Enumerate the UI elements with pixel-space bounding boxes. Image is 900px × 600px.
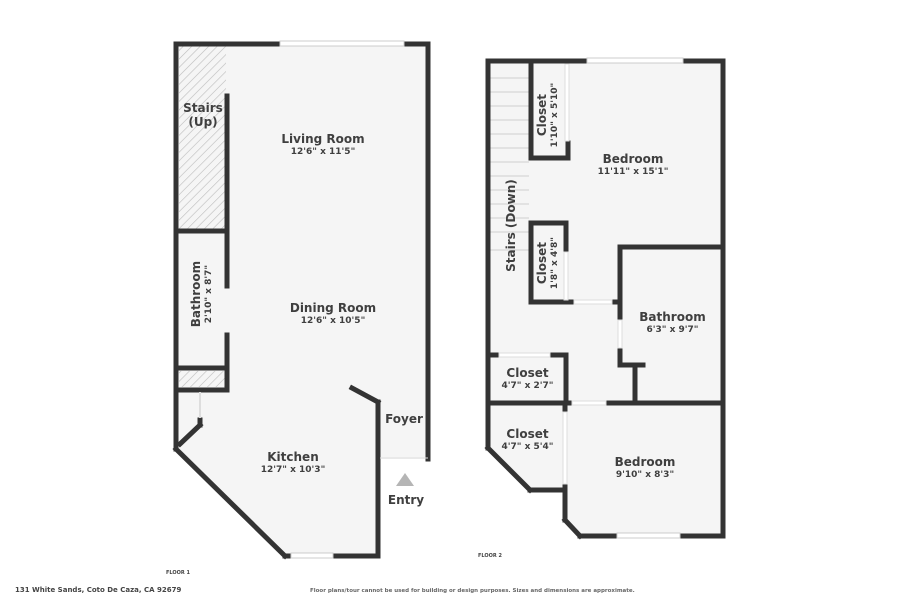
room-name: Bedroom bbox=[602, 152, 664, 166]
room-name: Closet bbox=[506, 427, 549, 441]
room-dimensions: 12'7" x 10'3" bbox=[260, 464, 326, 475]
room-dimensions: 12'6" x 11'5" bbox=[290, 146, 356, 157]
floor-2-plan bbox=[484, 57, 726, 540]
room-label-foyer: Foyer bbox=[381, 412, 427, 427]
room-name: Stairs (Down) bbox=[504, 179, 519, 272]
property-address: 131 White Sands, Coto De Caza, CA 92679 bbox=[15, 586, 182, 594]
room-label-closet-3: Closet 4'7" x 2'7" bbox=[490, 366, 565, 391]
room-dimensions: 12'6" x 10'5" bbox=[300, 315, 366, 326]
room-label-bedroom-2: Bedroom 9'10" x 8'3" bbox=[590, 455, 700, 480]
room-name: Bathroom bbox=[188, 260, 203, 328]
room-dimensions: 4'7" x 2'7" bbox=[501, 380, 554, 391]
room-name: Bathroom bbox=[639, 310, 706, 324]
room-name: Kitchen bbox=[267, 450, 319, 464]
room-name: Dining Room bbox=[289, 301, 377, 315]
room-dimensions: 6'3" x 9'7" bbox=[646, 324, 699, 335]
room-name-line2: (Up) bbox=[188, 114, 218, 129]
room-label-bathroom-floor1: Bathroom 2'10" x 8'7" bbox=[188, 254, 214, 334]
room-label-stairs-up: Stairs (Up) bbox=[178, 101, 228, 130]
room-label-closet-4: Closet 4'7" x 5'4" bbox=[490, 427, 565, 452]
floor-1-label: FLOOR 1 bbox=[166, 570, 190, 576]
room-dimensions: 11'11" x 15'1" bbox=[597, 166, 669, 177]
floor-1-plan bbox=[172, 40, 431, 560]
room-name: Closet bbox=[534, 241, 549, 285]
room-name: Stairs bbox=[183, 101, 223, 115]
floor-2-label: FLOOR 2 bbox=[478, 553, 502, 559]
room-label-bathroom-floor2: Bathroom 6'3" x 9'7" bbox=[625, 310, 720, 335]
room-name: Bedroom bbox=[614, 455, 676, 469]
room-name: Foyer bbox=[385, 412, 423, 426]
room-label-dining-room: Dining Room 12'6" x 10'5" bbox=[268, 301, 398, 326]
room-name: Closet bbox=[506, 366, 549, 380]
disclaimer-text: Floor plans/tour cannot be used for buil… bbox=[310, 588, 635, 594]
room-label-living-room: Living Room 12'6" x 11'5" bbox=[258, 132, 388, 157]
entry-arrow-icon bbox=[396, 473, 414, 486]
room-dimensions: 9'10" x 8'3" bbox=[615, 469, 675, 480]
room-name: Living Room bbox=[281, 132, 365, 146]
room-name: Closet bbox=[534, 93, 549, 137]
storage-hatch bbox=[179, 371, 225, 387]
room-label-closet-1: Closet 1'10" x 5'10" bbox=[534, 77, 560, 153]
room-label-stairs-down: Stairs (Down) bbox=[504, 179, 519, 272]
room-label-closet-2: Closet 1'8" x 4'8" bbox=[534, 233, 560, 293]
room-dimensions: 1'10" x 5'10" bbox=[549, 82, 560, 148]
room-label-kitchen: Kitchen 12'7" x 10'3" bbox=[228, 450, 358, 475]
entry-label: Entry bbox=[387, 493, 425, 507]
room-dimensions: 4'7" x 5'4" bbox=[501, 441, 554, 452]
stairs-up-hatch bbox=[179, 46, 226, 229]
room-dimensions: 2'10" x 8'7" bbox=[203, 264, 214, 324]
room-dimensions: 1'8" x 4'8" bbox=[549, 237, 560, 290]
room-label-bedroom-1: Bedroom 11'11" x 15'1" bbox=[578, 152, 688, 177]
